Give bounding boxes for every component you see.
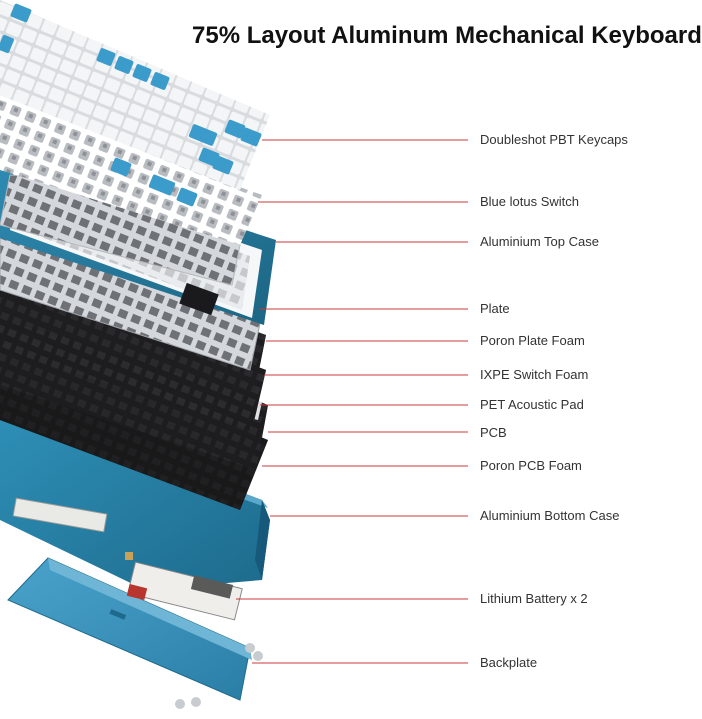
- leader-lines: [236, 139, 468, 664]
- label-switch-foam: IXPE Switch Foam: [480, 367, 589, 382]
- label-bottom-case: Aluminium Bottom Case: [480, 508, 620, 523]
- label-pcb: PCB: [480, 425, 507, 440]
- backplate-part: [7, 557, 263, 709]
- battery-part: [126, 561, 243, 621]
- label-pcb-foam: Poron PCB Foam: [480, 458, 582, 473]
- label-battery: Lithium Battery x 2: [480, 591, 588, 606]
- label-keycaps: Doubleshot PBT Keycaps: [480, 132, 628, 147]
- keyboard-illustration: [0, 0, 468, 709]
- keycaps-part: [0, 0, 270, 207]
- label-top-case: Aluminium Top Case: [480, 234, 599, 249]
- label-backplate: Backplate: [480, 655, 538, 670]
- label-acoustic-pad: PET Acoustic Pad: [480, 397, 584, 412]
- label-plate-foam: Poron Plate Foam: [480, 333, 585, 348]
- diagram-title: 75% Layout Aluminum Mechanical Keyboard: [192, 22, 702, 49]
- switch-part: [0, 100, 262, 245]
- label-plate: Plate: [480, 301, 510, 316]
- label-switch: Blue lotus Switch: [480, 194, 579, 209]
